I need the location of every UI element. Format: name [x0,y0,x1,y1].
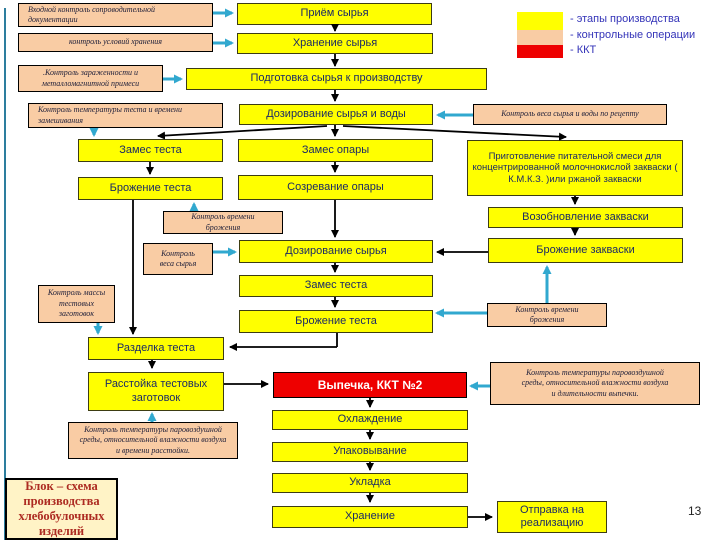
page-number: 13 [688,504,702,518]
stage-sozrevanie-opary: Созревание опары [238,175,433,200]
connector-line [342,125,567,141]
stage-hranenie-syrya: Хранение сырья [237,33,433,54]
control-temperatura-testa: Контроль температуры теста и времени зам… [28,103,223,128]
legend-stages-label: - этапы производства [570,13,680,25]
slide-title-text: Блок – схема производства хлебобулочных … [18,479,105,538]
stage-zames-opary: Замес опары [238,139,433,162]
legend-kkt-swatch [517,45,563,58]
control-massa-zagotovok: Контроль массы тестовых заготовок [38,285,115,323]
legend-kkt-label: - ККТ [570,44,597,56]
stage-vozobnovlenie-zakvaski: Возобновление закваски [488,207,683,228]
control-usloviya-hraneniya: контроль условий хранения [18,33,213,52]
stage-brozhenie-zakvaski: Брожение закваски [488,238,683,263]
stage-priem-syrya: Приём сырья [237,3,432,25]
control-temp-rasstoyki: Контроль температуры паровоздушной среды… [68,422,238,459]
stage-razdelka-testa: Разделка теста [88,337,224,360]
stage-brozhenie-testa-2: Брожение теста [239,310,433,333]
stage-podgotovka-syrya: Подготовка сырья к производству [186,68,487,90]
legend-controls-swatch [517,30,563,45]
control-vremya-brozheniya-1: Контроль времени брожения [163,211,283,234]
stage-zames-testa-1: Замес теста [78,139,223,162]
stage-upakovyvanie: Упаковывание [272,442,468,462]
legend-controls-label: - контрольные операции [570,29,696,41]
stage-prigotovlenie-smesi: Приготовление питательной смеси для конц… [467,140,683,196]
control-zarazhennost: .Контроль зараженности и металломагнитно… [18,65,163,92]
left-accent-line [4,8,6,540]
legend-stages-swatch [517,12,563,30]
stage-dozirovanie-syrya: Дозирование сырья [239,240,433,263]
stage-otpravka: Отправка на реализацию [497,501,607,533]
control-ves-syrya: Контроль веса сырья [143,243,213,275]
stage-ukladka: Укладка [272,473,468,493]
control-vremya-brozheniya-2: Контроль времени брожения [487,303,607,327]
stage-hranenie: Хранение [272,506,468,528]
stage-dozirovanie-syrya-i-vody: Дозирование сырья и воды [239,104,433,125]
control-ves-po-receptu: Контроль веса сырья и воды по рецепту [473,104,667,125]
stage-rasstoyka-zagotovok: Расстойка тестовых заготовок [88,372,224,411]
slide-title-box: Блок – схема производства хлебобулочных … [5,478,118,540]
kkt-vypechka: Выпечка, ККТ №2 [273,372,467,398]
stage-brozhenie-testa-1: Брожение теста [78,177,223,200]
stage-ohlazhdenie: Охлаждение [272,410,468,430]
control-vhodnoy-kontrol: Входной контроль сопроводительной докуме… [18,3,213,27]
stage-zames-testa-2: Замес теста [239,275,433,297]
control-temp-vypechki: Контроль температуры паровоздушной среды… [490,362,700,405]
